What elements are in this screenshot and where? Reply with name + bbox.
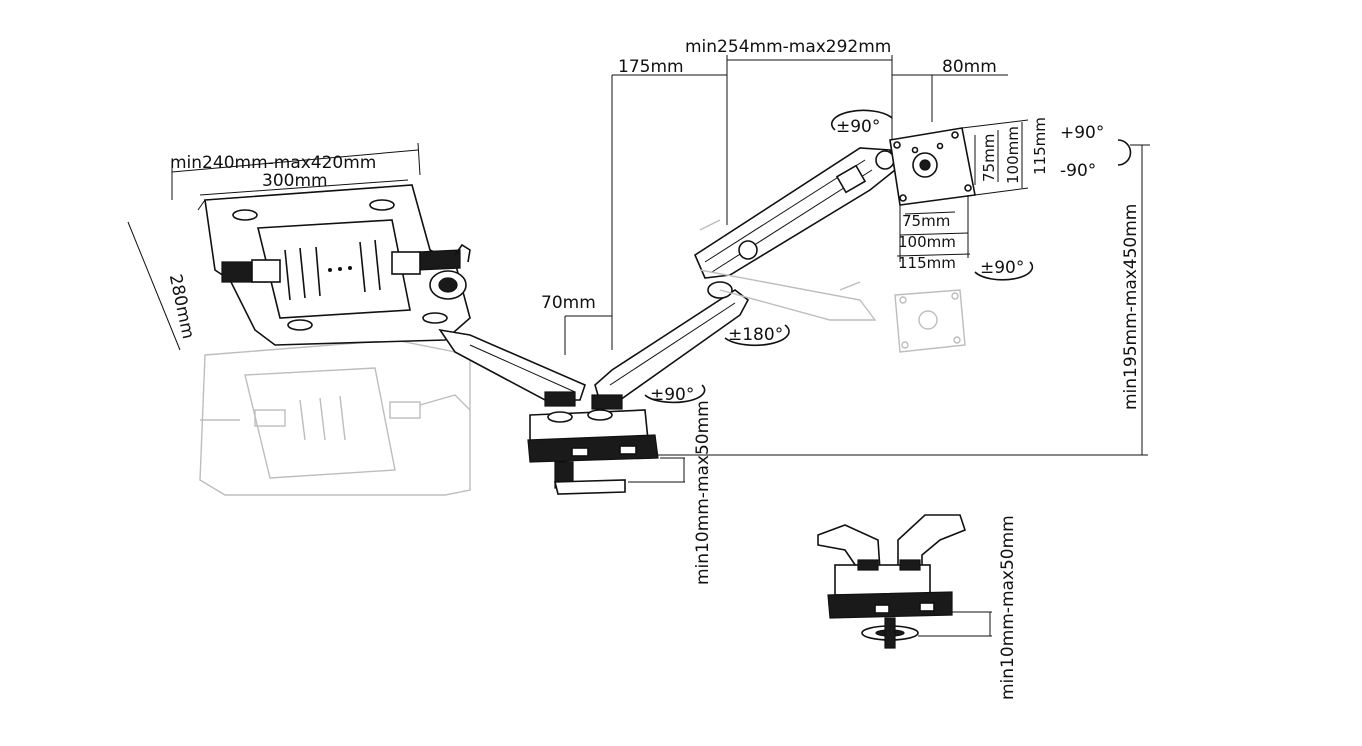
grommet-range-label: min10mm-max50mm — [998, 515, 1018, 700]
right-arm — [591, 147, 966, 410]
top-dimensions: min254mm-max292mm 175mm 80mm 70mm — [541, 37, 1008, 355]
desk-clamp — [527, 409, 659, 495]
laptop-tray: min240mm-max420mm 300mm 280mm — [127, 142, 471, 351]
vesa-75-height-label: 75mm — [980, 134, 998, 182]
arm-segment-dim-label: 175mm — [618, 57, 684, 77]
vesa-head — [889, 127, 976, 206]
vesa-115-width-label: 115mm — [898, 254, 956, 272]
vesa-100-height-label: 100mm — [1004, 126, 1022, 184]
pole-offset-dim-label: 70mm — [541, 293, 596, 313]
vesa-75-width-label: 75mm — [902, 212, 950, 230]
arm-reach-dim-label: min254mm-max292mm — [685, 37, 891, 57]
tray-outer-dim-label: min240mm-max420mm — [170, 153, 376, 173]
ghost-laptop-tray — [199, 339, 471, 496]
head-swivel-label: ±90° — [836, 117, 880, 137]
left-arm — [438, 328, 586, 407]
height-dimension: min195mm-max450mm — [658, 144, 1150, 456]
head-offset-dim-label: 80mm — [942, 57, 997, 77]
clamp-dimension: min10mm-max50mm — [628, 400, 713, 585]
grommet-mount-detail: min10mm-max50mm — [817, 514, 1018, 700]
rotate-label: ±90° — [980, 258, 1024, 278]
elbow-rotation-label: ±180° — [728, 325, 783, 345]
vesa-100-width-label: 100mm — [898, 233, 956, 251]
tray-inner-dim-label: 300mm — [262, 171, 328, 191]
clamp-range-label: min10mm-max50mm — [693, 400, 713, 585]
tilt-down-label: -90° — [1060, 161, 1096, 181]
vesa-115-height-label: 115mm — [1031, 117, 1049, 175]
vesa-dimensions: 75mm 100mm 115mm 75mm 100mm 115mm — [896, 117, 1049, 272]
tray-depth-dim-label: 280mm — [165, 272, 198, 340]
rotation-annotations: ±90° +90° -90° ±90° ±180° ±90° — [644, 109, 1132, 405]
base-rotation-label: ±90° — [650, 385, 694, 405]
height-range-label: min195mm-max450mm — [1121, 204, 1141, 410]
tilt-up-label: +90° — [1060, 123, 1104, 143]
